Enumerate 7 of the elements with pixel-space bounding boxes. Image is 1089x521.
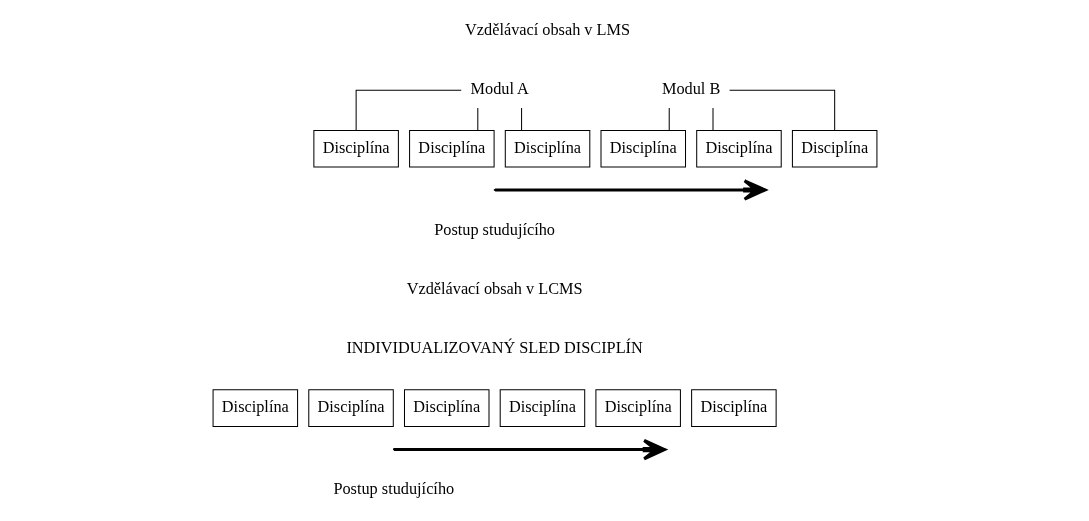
label: Vzdělávací obsah v LCMS <box>406 278 583 298</box>
node-text: Modul B <box>661 78 720 98</box>
label: Postup studujícího <box>433 219 555 239</box>
node-text: Modul A <box>470 78 529 98</box>
label: Postup studujícího <box>332 479 454 499</box>
label: INDIVIDUALIZOVANÝ SLED DISCIPLÍN <box>345 337 643 357</box>
label: Vzdělávací obsah v LMS <box>464 19 630 39</box>
